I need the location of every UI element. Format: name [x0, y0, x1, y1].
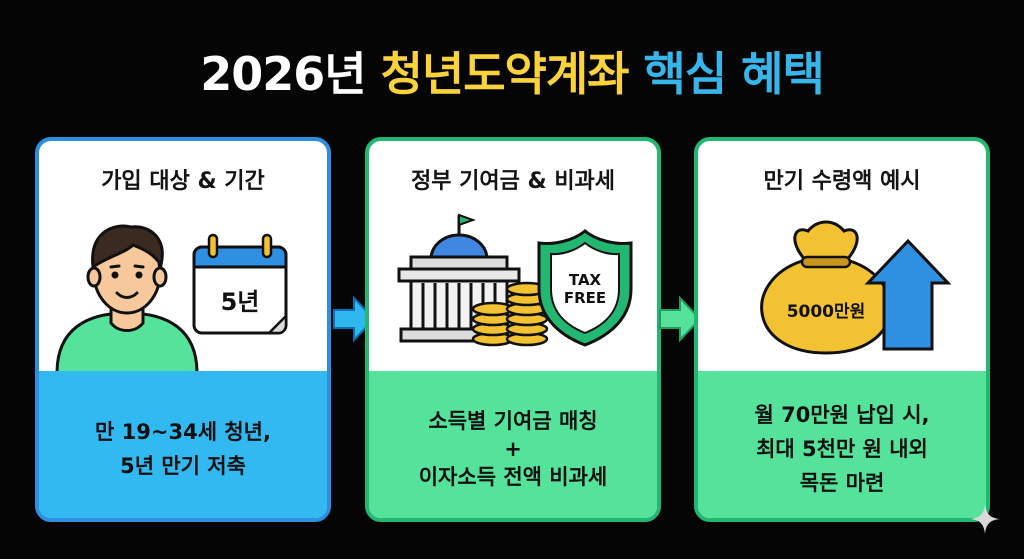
- description-line: 월 70만원 납입 시,: [754, 402, 930, 427]
- bag-amount-label: 5000만원: [787, 302, 866, 322]
- up-arrow-icon: [864, 238, 952, 351]
- card-heading: 정부 기여금 & 비과세: [410, 169, 616, 194]
- description-line: 만 19~34세 청년,: [95, 419, 271, 444]
- description-plus: +: [504, 436, 522, 461]
- right-arrow-icon: [333, 296, 376, 342]
- person-icon: [55, 224, 199, 375]
- tax-free-shield-icon: TAX FREE: [537, 229, 633, 347]
- card-illustration: TAX FREE: [369, 201, 657, 371]
- shield-tax-label: TAX: [569, 271, 602, 289]
- shield-free-label: FREE: [564, 289, 606, 307]
- title-year: 2026년: [200, 47, 366, 101]
- money-bag-icon: 5000만원: [760, 220, 892, 355]
- calendar-years-label: 5년: [221, 288, 260, 316]
- description-line: 최대 5천만 원 내외: [756, 436, 928, 461]
- title-product: 청년도약계좌: [380, 47, 630, 101]
- description-line: 소득별 기여금 매칭: [428, 408, 598, 433]
- calendar-icon: 5년: [192, 233, 288, 335]
- title-benefit: 핵심 혜택: [643, 47, 825, 101]
- description-line: 이자소득 전액 비과세: [418, 464, 608, 489]
- card-illustration: 5년: [39, 201, 327, 375]
- card-maturity-example: 만기 수령액 예시 5000만원 월 70만원 납입 시, 최대 5천만 원 내…: [694, 137, 990, 522]
- bank-building-icon: [397, 213, 521, 343]
- card-government-contribution: 정부 기여금 & 비과세: [365, 137, 661, 522]
- card-description: 월 70만원 납입 시, 최대 5천만 원 내외 목돈 마련: [698, 371, 986, 518]
- description-line: 5년 만기 저축: [120, 453, 246, 478]
- right-arrow-icon: [659, 296, 702, 342]
- page-title: 2026년 청년도약계좌 핵심 혜택: [0, 38, 1024, 104]
- description-line: 목돈 마련: [799, 470, 885, 495]
- card-heading: 만기 수령액 예시: [763, 169, 921, 194]
- card-illustration: 5000만원: [698, 201, 986, 371]
- card-heading: 가입 대상 & 기간: [101, 169, 265, 194]
- card-eligibility: 가입 대상 & 기간 5년: [35, 137, 331, 522]
- sparkle-icon: [970, 504, 1000, 534]
- card-description: 소득별 기여금 매칭 + 이자소득 전액 비과세: [369, 371, 657, 518]
- card-description: 만 19~34세 청년, 5년 만기 저축: [39, 371, 327, 518]
